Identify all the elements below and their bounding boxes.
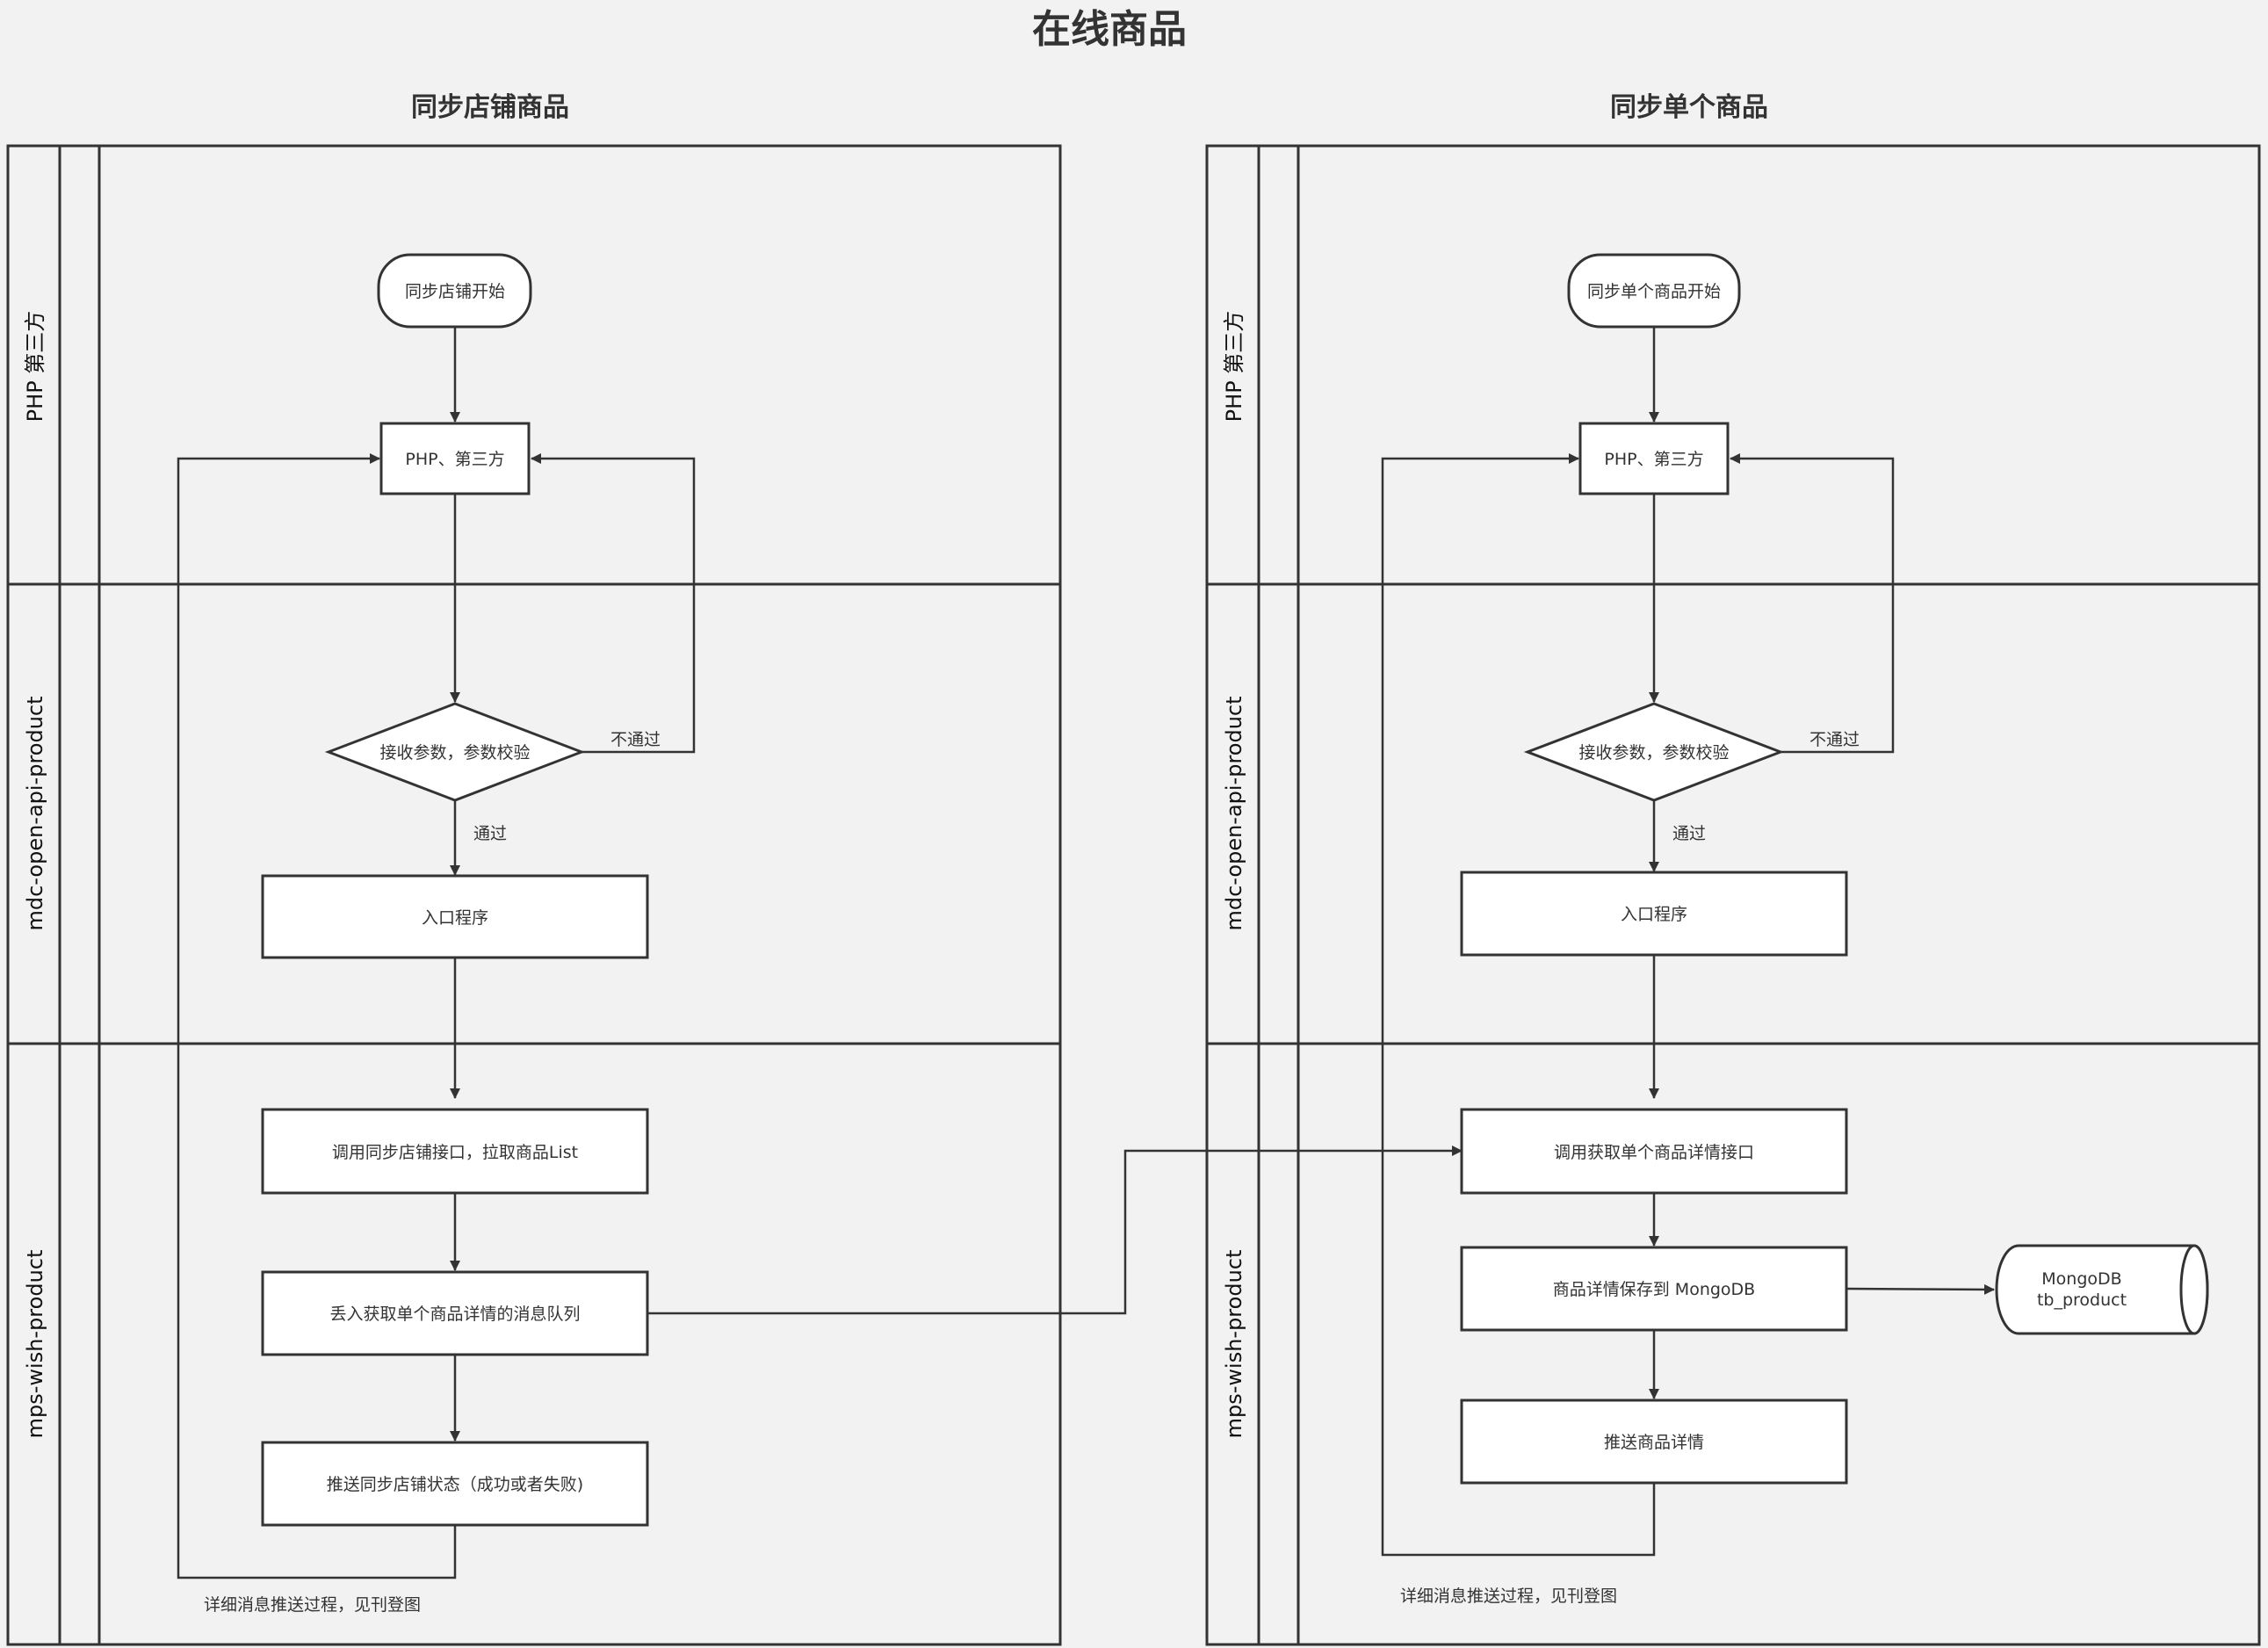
- right-call-label: 调用获取单个商品详情接口: [1554, 1143, 1754, 1162]
- left-check-label: 接收参数，参数校验: [379, 743, 530, 763]
- right-pool-frame: [1205, 144, 2261, 1646]
- right-note: 详细消息推送过程，见刊登图: [1400, 1587, 1617, 1606]
- right-edge-fail-loop: [1730, 453, 1895, 754]
- right-lane-label-mps: mps-wish-product: [1222, 1250, 1246, 1439]
- left-pool-frame: [6, 144, 1062, 1646]
- right-entry-node: 入口程序: [1460, 871, 1848, 957]
- cross-pool-edge: [646, 1146, 1463, 1315]
- right-lane-label-mdc: mdc-open-api-product: [1222, 696, 1246, 930]
- right-check-diamond: 接收参数，参数校验: [1523, 702, 1785, 802]
- right-pass-label: 通过: [1672, 824, 1706, 843]
- database-collection: tb_product: [2037, 1290, 2127, 1310]
- right-lane-label-php: PHP 第三方: [1222, 311, 1246, 423]
- left-queue-label: 丢入获取单个商品详情的消息队列: [329, 1305, 580, 1324]
- page-title: 在线商品: [1032, 7, 1187, 52]
- left-queue-node: 丢入获取单个商品详情的消息队列: [261, 1270, 649, 1356]
- left-call-node: 调用同步店铺接口，拉取商品List: [261, 1108, 649, 1195]
- right-save-label: 商品详情保存到 MongoDB: [1553, 1280, 1755, 1299]
- left-check-diamond: 接收参数，参数校验: [324, 702, 586, 802]
- left-edge-return-loop: [177, 453, 457, 1579]
- left-lane-label-mdc: mdc-open-api-product: [23, 696, 47, 930]
- left-push-label: 推送同步店铺状态（成功或者失败): [327, 1475, 583, 1494]
- right-start-label: 同步单个商品开始: [1587, 282, 1721, 301]
- right-php-node: PHP、第三方: [1578, 422, 1730, 495]
- right-push-label: 推送商品详情: [1604, 1433, 1704, 1452]
- right-save-node: 商品详情保存到 MongoDB: [1460, 1246, 1848, 1332]
- right-fail-label: 不通过: [1809, 730, 1860, 749]
- left-lane-label-php: PHP 第三方: [23, 311, 47, 423]
- right-start-node: 同步单个商品开始: [1567, 253, 1741, 329]
- left-lane-label-mps: mps-wish-product: [23, 1250, 47, 1439]
- right-entry-label: 入口程序: [1621, 905, 1687, 924]
- left-edge-fail-loop: [531, 453, 696, 754]
- left-entry-node: 入口程序: [261, 874, 649, 959]
- left-note: 详细消息推送过程，见刊登图: [204, 1595, 421, 1615]
- right-check-label: 接收参数，参数校验: [1578, 743, 1729, 763]
- right-edge-save-db: [1845, 1283, 1995, 1295]
- left-call-label: 调用同步店铺接口，拉取商品List: [332, 1143, 578, 1162]
- left-entry-label: 入口程序: [422, 908, 488, 928]
- left-php-label: PHP、第三方: [405, 450, 504, 469]
- right-push-node: 推送商品详情: [1460, 1399, 1848, 1485]
- right-edge-return-loop: [1381, 453, 1656, 1557]
- left-start-label: 同步店铺开始: [405, 282, 505, 301]
- left-php-node: PHP、第三方: [379, 422, 531, 495]
- right-php-label: PHP、第三方: [1604, 450, 1703, 469]
- left-start-node: 同步店铺开始: [377, 253, 532, 329]
- left-fail-label: 不通过: [610, 730, 661, 749]
- left-pool-heading: 同步店铺商品: [411, 92, 569, 123]
- right-pool-heading: 同步单个商品: [1610, 92, 1768, 123]
- left-pool: 同步店铺商品 PHP 第三方 mdc-open-api-product mps-…: [6, 92, 1463, 1646]
- database-icon: MongoDB tb_product: [1995, 1244, 2209, 1335]
- left-push-node: 推送同步店铺状态（成功或者失败): [261, 1441, 649, 1527]
- database-name: MongoDB: [2041, 1269, 2121, 1289]
- right-pool: 同步单个商品 PHP 第三方 mdc-open-api-product mps-…: [1205, 92, 2261, 1646]
- left-pass-label: 通过: [473, 824, 507, 843]
- right-call-node: 调用获取单个商品详情接口: [1460, 1108, 1848, 1195]
